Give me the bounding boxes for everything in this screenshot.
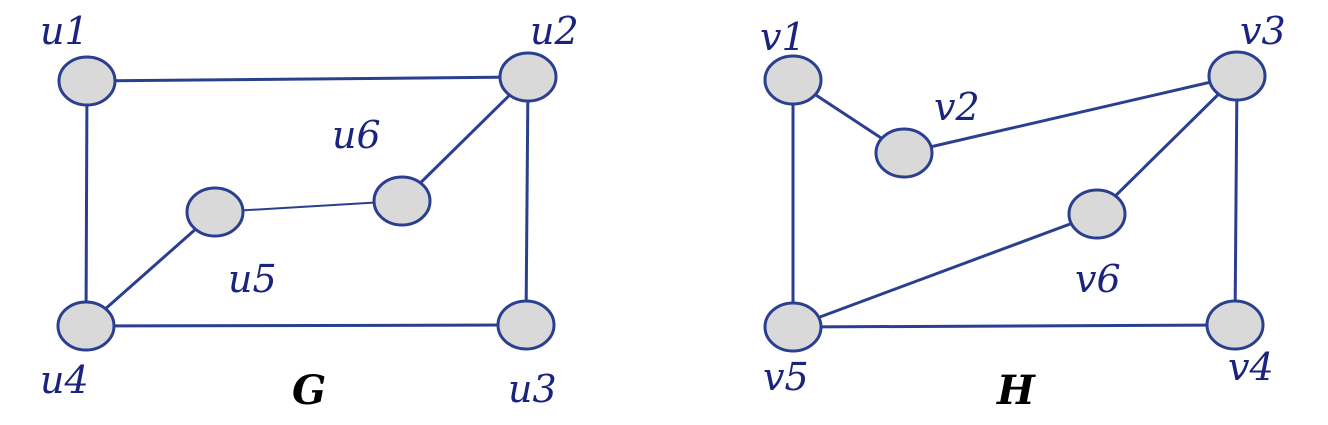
vertex-label-u6: u6: [332, 113, 381, 157]
vertex-label-u3: u3: [508, 367, 557, 411]
vertex-u2: [498, 51, 558, 103]
vertex-v1: [763, 54, 823, 106]
edge-u2-u3: [524, 76, 530, 326]
edge-u5-u6: [214, 200, 403, 213]
edge-v3-v4: [1233, 75, 1239, 326]
edge-u1-u2: [86, 75, 529, 83]
graph-name-g: G: [292, 367, 326, 414]
vertex-u6: [372, 175, 432, 227]
edge-v4-v5: [792, 323, 1236, 329]
edge-u3-u4: [85, 323, 527, 328]
vertex-v4: [1205, 299, 1265, 351]
vertex-v3: [1207, 50, 1267, 102]
vertex-label-u5: u5: [228, 257, 277, 301]
vertex-u4: [56, 300, 116, 352]
vertex-u1: [57, 55, 117, 107]
edge-u2-u6: [400, 75, 530, 203]
edge-v2-v3: [903, 74, 1238, 155]
vertex-v6: [1067, 188, 1127, 240]
nodes-layer: [56, 50, 1267, 353]
vertex-label-v6: v6: [1075, 257, 1121, 301]
edge-u1-u4: [84, 80, 89, 327]
vertex-label-u2: u2: [530, 9, 579, 53]
vertex-u3: [496, 299, 556, 351]
vertex-label-v4: v4: [1228, 345, 1274, 389]
vertex-label-v3: v3: [1240, 9, 1286, 53]
vertex-label-v2: v2: [934, 85, 980, 129]
vertex-v5: [763, 301, 823, 353]
graph-name-h: H: [996, 367, 1036, 414]
edges-layer: [84, 74, 1239, 329]
edge-v5-v6: [792, 212, 1098, 329]
vertex-v2: [874, 127, 934, 179]
vertex-label-u1: u1: [40, 9, 89, 53]
vertex-label-v1: v1: [760, 15, 806, 59]
vertex-label-u4: u4: [40, 358, 89, 402]
edge-v3-v6: [1095, 74, 1239, 216]
edge-u4-u5: [85, 210, 216, 328]
vertex-label-v5: v5: [763, 355, 809, 399]
vertex-u5: [185, 186, 245, 238]
